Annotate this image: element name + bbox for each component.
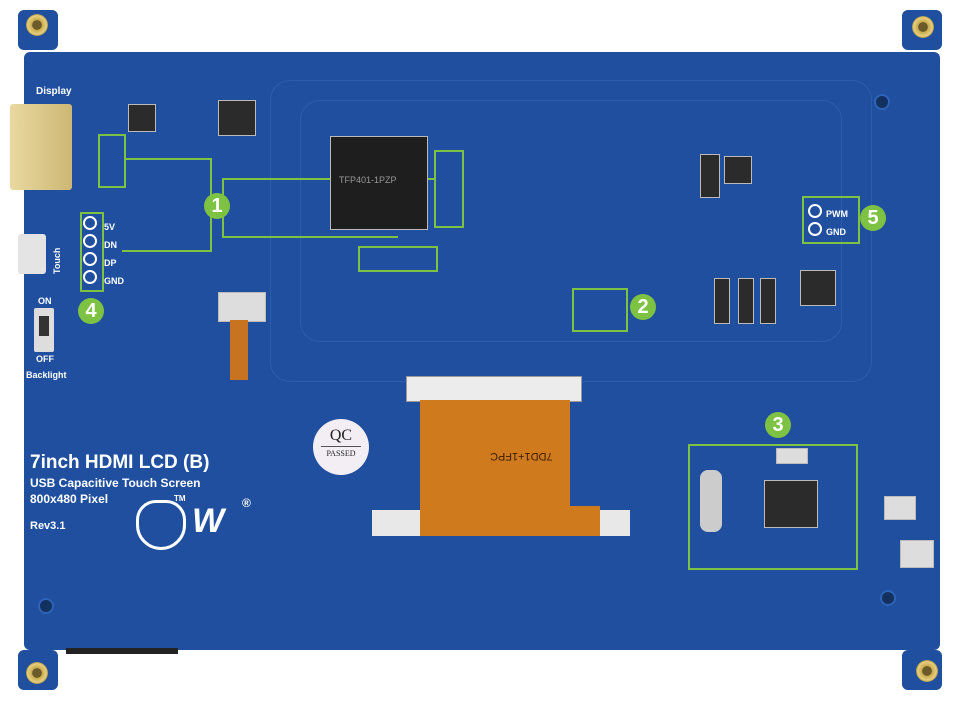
edge-connector: [66, 648, 178, 654]
component: [884, 496, 916, 520]
pin-label: DN: [104, 240, 117, 250]
callout-box-4: [80, 212, 104, 292]
component: [700, 154, 720, 198]
component: [900, 540, 934, 568]
callout-badge-4: 4: [78, 298, 104, 324]
component: [776, 448, 808, 464]
regulator: [218, 100, 256, 136]
product-revision: Rev3.1: [30, 520, 66, 532]
chip-label: TFP401-1PZP: [339, 175, 397, 185]
callout-box-1c: [358, 246, 438, 272]
callout-badge-2: 2: [630, 294, 656, 320]
waveshare-logo-text: W: [192, 502, 225, 540]
pin-label: GND: [826, 227, 846, 237]
inductor: [800, 270, 836, 306]
component: [760, 278, 776, 324]
fpc-cable-end: [420, 506, 600, 536]
callout-line: [222, 236, 398, 238]
pin-label: DP: [104, 258, 117, 268]
callout-box-1b: [434, 150, 464, 228]
pin: [83, 234, 97, 248]
product-title: 7inch HDMI LCD (B): [30, 452, 210, 473]
backlight-switch: [34, 308, 54, 352]
display-label: Display: [36, 86, 72, 97]
connector: [218, 292, 266, 322]
pin: [83, 270, 97, 284]
qc-passed-sticker: QC PASSED: [313, 419, 369, 475]
registered-mark: ®: [242, 496, 251, 510]
fpc-connector: [406, 376, 582, 402]
callout-line: [222, 178, 436, 180]
screw-icon: [916, 660, 938, 682]
callout-box-5: [802, 196, 860, 244]
pin: [83, 216, 97, 230]
on-label: ON: [38, 296, 52, 306]
product-subtitle: USB Capacitive Touch Screen: [30, 476, 201, 490]
callout-badge-3: 3: [765, 412, 791, 438]
callout-box-1: [98, 134, 126, 188]
pcb-board: [24, 52, 940, 650]
qc-text: QC: [329, 427, 353, 444]
mount-hole: [38, 598, 54, 614]
callout-line: [122, 250, 212, 252]
pin: [808, 222, 822, 236]
pin-label: 5V: [104, 222, 116, 232]
pin: [808, 204, 822, 218]
flex-cable: [230, 320, 248, 380]
crystal: [700, 470, 722, 532]
pin-labels-4: 5V DN DP GND: [104, 218, 124, 290]
component: [714, 278, 730, 324]
tfp401-chip: TFP401-1PZP: [330, 136, 428, 230]
pin-label: PWM: [826, 209, 848, 219]
screw-icon: [26, 662, 48, 684]
ic: [128, 104, 156, 132]
callout-badge-5: 5: [860, 205, 886, 231]
mount-hole: [880, 590, 896, 606]
inductor: [724, 156, 752, 184]
callout-box-2: [572, 288, 628, 332]
mount-hole: [874, 94, 890, 110]
hdmi-port: [10, 104, 72, 190]
fpc-cable: 7DD1+1FPC: [420, 400, 570, 510]
callout-badge-1: 1: [204, 193, 230, 219]
screw-icon: [912, 16, 934, 38]
callout-box-3: [688, 444, 858, 570]
fpc-label: 7DD1+1FPC: [490, 450, 553, 462]
pin: [83, 252, 97, 266]
micro-usb-port: [18, 234, 46, 274]
touch-label: Touch: [52, 247, 62, 274]
pin-labels-5: PWM GND: [826, 205, 848, 241]
component: [738, 278, 754, 324]
pin-label: GND: [104, 276, 124, 286]
trace: [300, 100, 842, 342]
passed-text: PASSED: [321, 446, 361, 458]
product-resolution: 800x480 Pixel: [30, 492, 109, 506]
off-label: OFF: [36, 354, 54, 364]
callout-line: [124, 158, 210, 160]
touch-controller-chip: [764, 480, 818, 528]
waveshare-logo-icon: [136, 500, 186, 550]
trademark: TM: [174, 494, 186, 503]
backlight-label: Backlight: [26, 370, 67, 380]
screw-icon: [26, 14, 48, 36]
